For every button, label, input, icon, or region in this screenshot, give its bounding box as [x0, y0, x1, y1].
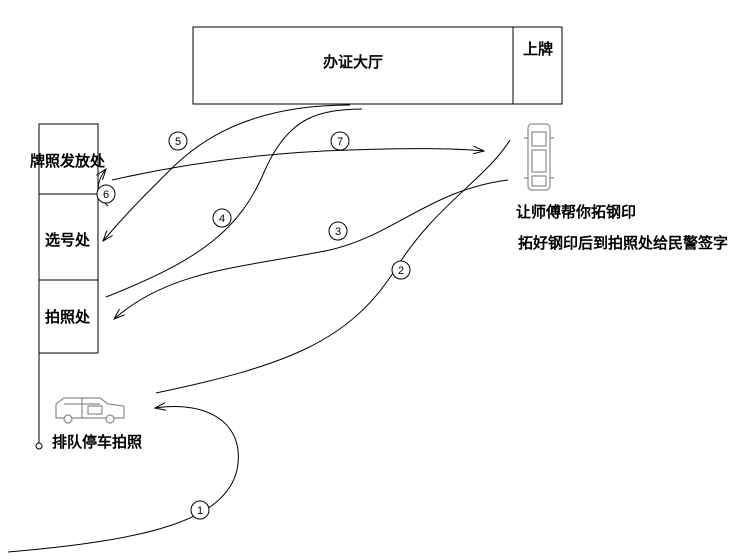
plate-issue-box: [38, 123, 99, 195]
route-step-7: [111, 149, 484, 181]
route-step-4: [105, 108, 363, 298]
step-marker-5: 5: [168, 131, 188, 151]
number-select-box: [38, 193, 99, 281]
service-hall-label: 办证大厅: [323, 53, 383, 71]
svg-text:2: 2: [398, 265, 404, 277]
photo-box: [38, 279, 99, 354]
route-step-1: [7, 407, 239, 553]
step-marker-2: 2: [391, 260, 411, 280]
svg-text:6: 6: [103, 189, 109, 201]
svg-text:7: 7: [337, 136, 343, 148]
svg-text:1: 1: [197, 505, 203, 517]
svg-text:5: 5: [175, 136, 181, 148]
route-step-3: [114, 179, 509, 319]
step-marker-3: 3: [328, 221, 348, 241]
plating-label: 上牌: [523, 40, 553, 58]
step-marker-6: 6: [96, 184, 116, 204]
svg-text:4: 4: [219, 213, 225, 225]
station-column: 牌照发放处 选号处 拍照处: [30, 123, 106, 450]
number-select-label: 选号处: [45, 231, 91, 249]
step-marker-7: 7: [330, 131, 350, 151]
note-line-2: 拓好钢印后到拍照处给民警签字: [518, 234, 728, 252]
car-side-icon: [55, 397, 125, 424]
note-line-1: 让师傅帮你拓钢印: [516, 203, 636, 221]
step-marker-1: 1: [190, 500, 210, 520]
route-step-5: [103, 104, 351, 241]
route-step-2: [155, 139, 511, 394]
plate-issue-label: 牌照发放处: [30, 152, 106, 170]
service-hall-box: [192, 26, 514, 105]
svg-text:3: 3: [335, 226, 341, 238]
service-hall-building: 办证大厅 上牌: [192, 26, 563, 105]
plating-box: [512, 26, 563, 105]
queue-start-dot: [35, 442, 43, 450]
step-marker-4: 4: [212, 208, 232, 228]
queue-label: 排队停车拍照: [52, 433, 142, 451]
photo-label: 拍照处: [45, 308, 91, 326]
car-top-icon: [524, 123, 554, 191]
